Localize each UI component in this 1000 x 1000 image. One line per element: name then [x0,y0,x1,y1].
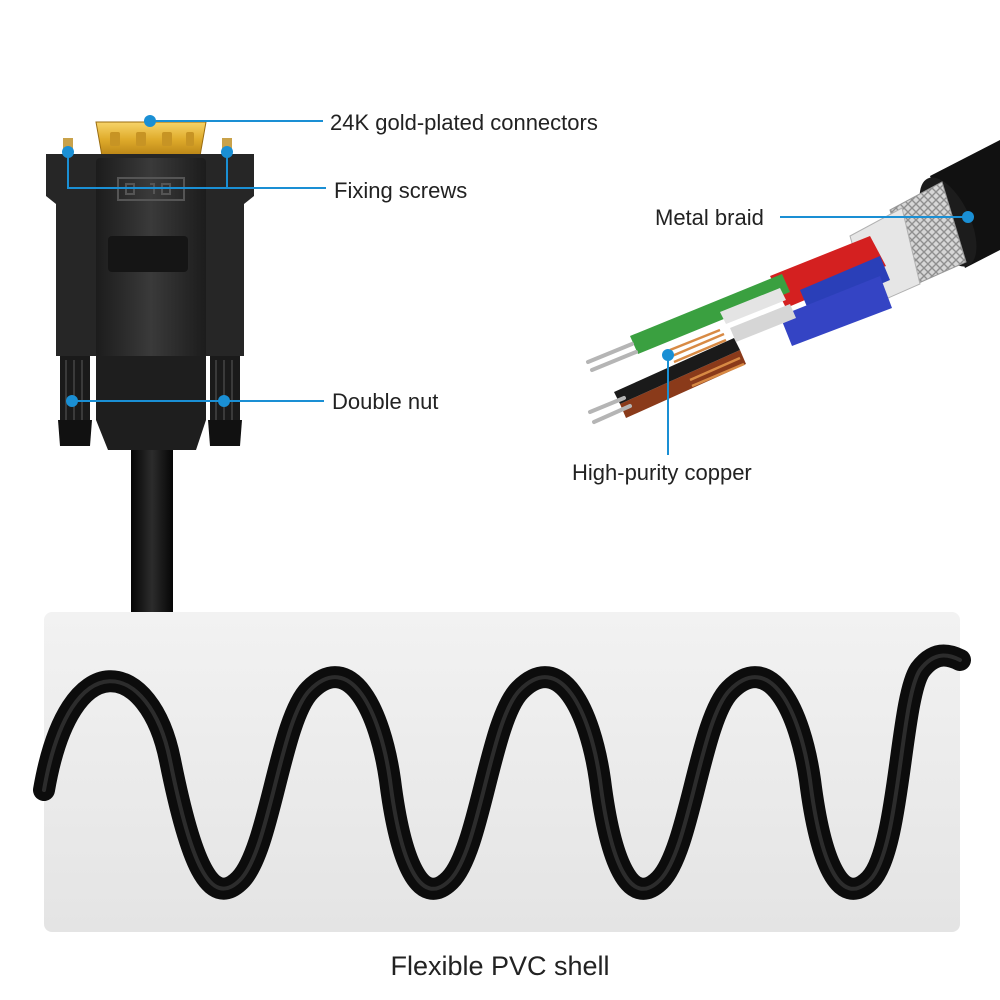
callout-dot-copper [662,349,674,361]
connector-cable [131,440,173,615]
wire-black [614,338,740,404]
wire-green [630,274,790,354]
callout-dot-screw-right [221,146,233,158]
label-high-purity-copper: High-purity copper [572,460,752,485]
outer-jacket [930,140,1000,268]
callout-dot-gold [144,115,156,127]
wire-brown [620,350,746,418]
callout-dot-screw-left [62,146,74,158]
cable-cross-section [586,140,1000,424]
label-fixing-screws: Fixing screws [334,178,468,203]
vga-connector [46,121,254,615]
grip-panel [108,236,188,272]
callout-dot-nut-left [66,395,78,407]
callout-dot-nut-right [218,395,230,407]
wire-red [770,236,886,308]
label-double-nut: Double nut [332,389,439,414]
label-gold-plated-connectors: 24K gold-plated connectors [330,110,598,135]
wire-blue-lower [780,276,892,346]
connector-callouts [67,120,326,402]
label-metal-braid: Metal braid [655,205,764,230]
callout-dot-braid [962,211,974,223]
coiled-cable [33,644,971,900]
caption-flexible-pvc-shell: Flexible PVC shell [390,951,610,981]
